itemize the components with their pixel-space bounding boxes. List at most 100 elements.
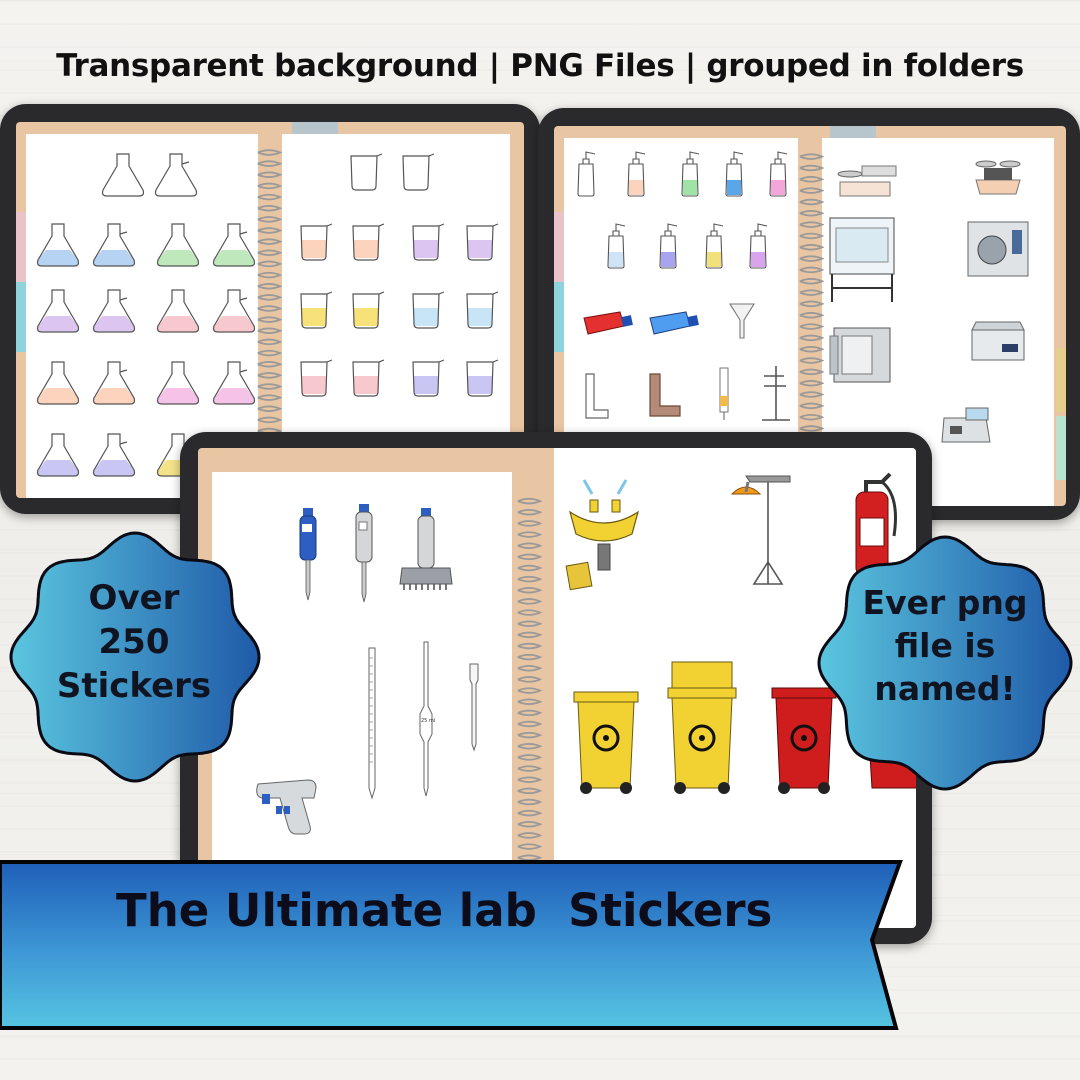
- spiral-ring: [257, 227, 282, 234]
- beaker-icon: [352, 223, 385, 261]
- spiral-ring: [799, 345, 824, 353]
- spiral-ring: [799, 289, 824, 296]
- erlenmeyer-flask-icon: [212, 289, 256, 333]
- spiral-ring: [257, 216, 282, 223]
- spiral-ring: [517, 520, 542, 527]
- spiral-ring: [517, 665, 542, 672]
- spiral-ring: [799, 187, 824, 194]
- planner-page-left: 25 ml: [212, 472, 512, 928]
- funnel-icon: [729, 303, 755, 339]
- spiral-ring: [799, 425, 824, 432]
- erlenmeyer-flask-icon: [92, 361, 136, 405]
- spiral-ring: [517, 798, 542, 806]
- wash-bottle-icon: [627, 151, 646, 197]
- volumetric-pipette-label: 25 ml: [421, 718, 435, 724]
- incubator-icon: [829, 327, 891, 383]
- spiral-ring: [799, 300, 824, 308]
- tab-teal[interactable]: [16, 282, 26, 352]
- tab-gray-top[interactable]: [292, 122, 338, 134]
- spiral-ring: [517, 497, 542, 505]
- spiral-ring: [257, 171, 282, 179]
- spiral-ring: [799, 244, 824, 251]
- volumetric-pipette-icon: 25 ml: [419, 641, 435, 797]
- glass-tube-icon: [585, 373, 609, 419]
- spiral-ring: [799, 368, 824, 376]
- beaker-icon: [300, 291, 333, 329]
- autoclave-icon: [967, 221, 1029, 277]
- spiral-ring: [257, 338, 282, 346]
- erlenmeyer-flask-icon: [36, 361, 80, 405]
- spiral-ring: [517, 531, 542, 538]
- banner-title: The Ultimate lab Stickers: [116, 884, 773, 937]
- spiral-ring: [799, 413, 824, 421]
- spiral-ring: [799, 323, 824, 330]
- erlenmeyer-flask-icon: [212, 361, 256, 405]
- tab-mint[interactable]: [1056, 416, 1066, 480]
- spiral-ring: [517, 843, 542, 850]
- badge-left-line-3: Stickers: [56, 666, 212, 707]
- beaker-icon: [412, 223, 445, 261]
- spiral-ring: [799, 391, 824, 398]
- spiral-ring: [257, 260, 282, 268]
- eyewash-station-icon: [565, 479, 639, 591]
- spiral-ring: [257, 316, 282, 323]
- headline: Transparent background | PNG Files | gro…: [56, 48, 1024, 84]
- spiral-ring: [517, 776, 542, 783]
- multichannel-pipette-icon: [399, 508, 453, 590]
- tab-pink[interactable]: [554, 212, 564, 282]
- water-bath-icon: [971, 321, 1025, 361]
- fume-hood-icon: [829, 217, 895, 302]
- spiral-ring: [257, 182, 282, 190]
- spiral-ring: [517, 676, 542, 683]
- spiral-ring: [517, 787, 542, 795]
- spiral-ring: [257, 149, 282, 156]
- spiral-ring: [257, 327, 282, 335]
- spiral-ring: [799, 402, 824, 410]
- badge-sticker-count: [9, 531, 261, 783]
- balance-icon: [837, 165, 897, 197]
- spiral-ring: [799, 232, 824, 240]
- wash-bottle-icon: [749, 223, 768, 269]
- spiral-ring: [799, 153, 824, 160]
- spiral-ring: [257, 294, 282, 301]
- tab-teal[interactable]: [554, 282, 564, 352]
- biohazard-bin-icon: [573, 691, 639, 794]
- wash-bottle-icon: [607, 223, 626, 269]
- glassware-sticker-grid: [577, 151, 790, 421]
- tab-amber[interactable]: [1056, 348, 1066, 412]
- chromatography-column-icon: [719, 367, 729, 420]
- erlenmeyer-flask-icon: [212, 223, 256, 267]
- spiral-ring: [799, 379, 824, 387]
- spiral-ring: [799, 176, 824, 183]
- beaker-sticker-grid: [300, 153, 499, 397]
- spiral-ring: [517, 553, 542, 561]
- tablet-pipettes-safety: 25 ml: [180, 432, 932, 944]
- erlenmeyer-flask-icon: [36, 433, 80, 477]
- pasteur-pipette-icon: [469, 663, 479, 752]
- spiral-ring: [257, 405, 282, 413]
- spiral-ring: [257, 204, 282, 212]
- tab-pink[interactable]: [16, 212, 26, 282]
- spiral-ring: [517, 542, 542, 549]
- beaker-icon: [412, 291, 445, 329]
- wash-bottle-icon: [681, 151, 700, 197]
- spiral-ring: [517, 575, 542, 583]
- erlenmeyer-flask-icon: [156, 289, 200, 333]
- biohazard-bin-icon: [771, 687, 837, 794]
- ring-stand-icon: [762, 366, 790, 421]
- spiral-ring: [517, 687, 542, 694]
- spiral-ring: [517, 653, 542, 661]
- spiral-ring: [517, 631, 542, 639]
- spiral-ring: [257, 249, 282, 257]
- spiral-ring: [517, 809, 542, 817]
- tab-gray-top[interactable]: [830, 126, 876, 138]
- spiral-ring: [257, 416, 282, 424]
- wash-bottle-icon: [659, 223, 678, 269]
- spiral-ring: [257, 282, 282, 290]
- spiral-ring: [257, 160, 282, 167]
- spiral-ring: [257, 193, 282, 201]
- spiral-ring: [517, 821, 542, 828]
- erlenmeyer-flask-icon: [92, 433, 136, 477]
- spiral-ring: [517, 754, 542, 761]
- beaker-icon: [300, 359, 333, 397]
